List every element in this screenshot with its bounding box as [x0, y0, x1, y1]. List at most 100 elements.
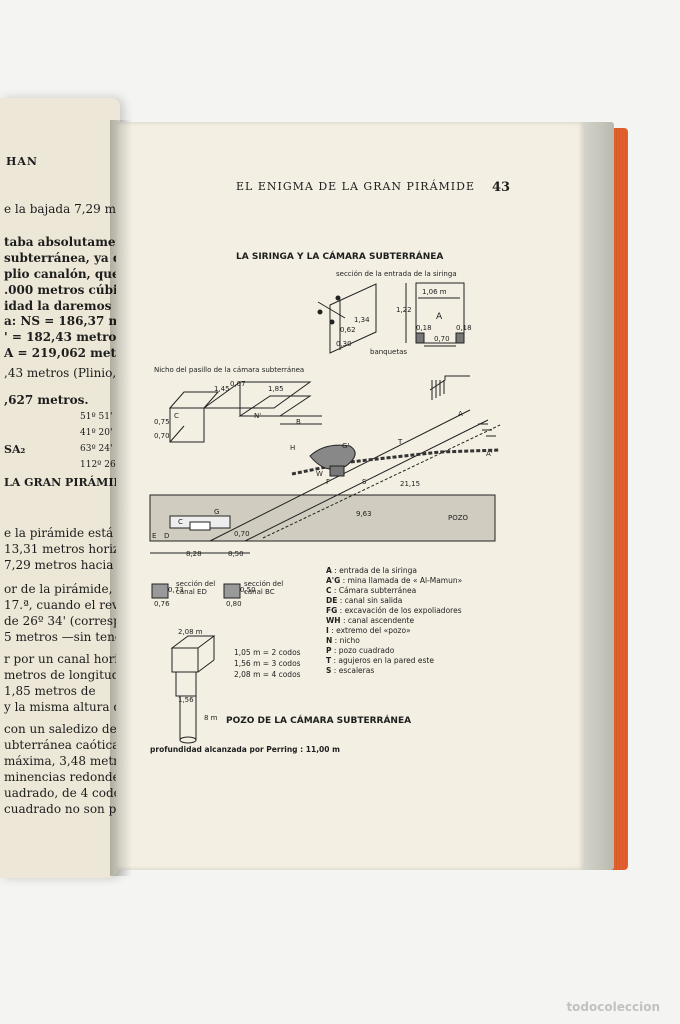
left-text-line: 5 metros —sin tener en — [4, 630, 120, 644]
legend-item: A'G : mina llamada de « Al-Mamun» — [326, 576, 463, 585]
pozo-depth-dim: 8 m — [204, 714, 218, 722]
section-label: 21,15 — [400, 480, 421, 488]
left-text-line: máxima, 3,48 metros) — [4, 754, 120, 768]
nicho-dim: 1,85 — [268, 385, 284, 393]
section-label: A' — [486, 450, 493, 458]
left-text-line: minencias redondeadas, por — [4, 770, 120, 784]
legend-item: C : Cámara subterránea — [326, 586, 417, 595]
left-text-line: or de la pirámide, a partir — [4, 582, 120, 596]
left-text-line: a: NS = 186,37 metros. — [4, 314, 120, 328]
pozo-drawing — [170, 635, 216, 744]
angle-value: 112º 26' — [80, 460, 119, 470]
watermark: todocoleccion — [566, 1000, 660, 1014]
siringa-d3-label: 0,62 — [340, 326, 356, 334]
left-text-line: e la bajada 7,29 metros (14 — [4, 202, 120, 216]
legend-item: I : extremo del «pozo» — [326, 626, 411, 635]
angle-value: 41º 20' — [80, 428, 113, 438]
legend-item: DE : canal sin salida — [326, 596, 403, 605]
figure-title: LA SIRINGA Y LA CÁMARA SUBTERRÁNEA — [236, 252, 444, 262]
section-label: F — [326, 478, 331, 486]
legend-item: P : pozo cuadrado — [326, 646, 395, 655]
section-label: 9,63 — [356, 510, 372, 518]
legend-item: T : agujeros en la pared este — [326, 656, 434, 665]
canal-ed-label: sección del canal ED — [176, 580, 216, 596]
canal-ed-dim: 0,76 — [154, 600, 170, 608]
pozo-title: POZO DE LA CÁMARA SUBTERRÁNEA — [226, 716, 412, 726]
codos-line: 2,08 m = 4 codos — [234, 670, 301, 679]
legend-item: A : entrada de la siringa — [326, 566, 417, 575]
left-text-line: metros de longitud, — [4, 668, 120, 682]
nicho-dim: 0,75 — [154, 418, 170, 426]
left-text-line: taba absolutamente necesa — [4, 235, 120, 249]
banquetas-label: banquetas — [370, 348, 408, 356]
left-text-line: idad la daremos más — [4, 299, 120, 313]
left-text-line: e la pirámide está situada — [4, 526, 120, 540]
profundidad-note: profundidad alcanzada por Perring : 11,0… — [150, 745, 340, 754]
codos-line: 1,05 m = 2 codos — [234, 648, 301, 657]
left-text-line: .000 metros cúbicos de — [4, 283, 120, 297]
legend-item: FG : excavación de los expoliadores — [326, 606, 462, 615]
pozo-label: POZO — [448, 514, 469, 522]
siringa-ledge-label: 0,18 — [416, 324, 432, 332]
siringa-height-label: 1,22 — [396, 306, 412, 314]
canal-bc-dim: 0,80 — [226, 600, 242, 608]
nicho-dim: 1,45 — [214, 385, 230, 393]
left-text-line: con un saledizo de 0,70 m — [4, 722, 120, 736]
left-text-line: plio canalón, que podía — [4, 267, 120, 281]
nicho-dim: C — [174, 412, 179, 420]
section-label: D — [164, 532, 170, 540]
left-text-line: ,43 metros (Plinio, 725 pies — [4, 366, 120, 380]
left-text-line: uadrado, de 4 codos de — [4, 786, 120, 800]
nicho-dim: 0,07 — [230, 380, 246, 388]
left-text-line: 13,31 metros horizontalm — [4, 542, 120, 556]
left-page: HAN e la bajada 7,29 metros (14 taba abs… — [0, 98, 120, 878]
section-label: A — [458, 410, 463, 418]
left-text-line: A = 219,062 metros. — [4, 346, 120, 360]
section-label: 0,70 — [234, 530, 250, 538]
left-text-line: subterránea, ya que la — [4, 251, 120, 265]
section-label: 8,28 — [186, 550, 202, 558]
section-label: G — [214, 508, 220, 516]
main-section-drawing — [149, 375, 501, 554]
left-page-header: HAN — [6, 155, 38, 168]
siringa-mid-label: 0,70 — [434, 335, 450, 343]
siringa-letter-label: A — [436, 312, 443, 322]
page-number: 43 — [492, 180, 511, 195]
section-label: 8,50 — [228, 550, 244, 558]
nicho-dim: N' — [254, 412, 262, 420]
left-text-line: ,627 metros. — [4, 393, 89, 407]
pozo-mid-dim: 1,56 — [178, 696, 194, 704]
section-label: T — [398, 438, 403, 446]
legend-item: WH : canal ascendente — [326, 616, 415, 625]
section-label: E — [152, 532, 157, 540]
nicho-dim: 0,70 — [154, 432, 170, 440]
siringa-section-drawing — [405, 282, 465, 347]
left-text-line: ubterránea caótica (14 metros — [4, 738, 120, 752]
left-text-line: 17.ª, cuando el revestimien — [4, 598, 120, 612]
siringa-d1-label: 1,34 — [354, 316, 370, 324]
section-label: S — [362, 478, 367, 486]
sa-label: SA₂ — [4, 443, 26, 456]
siringa-side-label: 0,18 — [456, 324, 472, 332]
canal-sections-drawing — [151, 583, 241, 599]
left-text-line: de 26º 34' (correspondie — [4, 614, 120, 628]
angle-value: 51º 51' — [80, 412, 113, 422]
siringa-d2-label: 0,30 — [336, 340, 352, 348]
siringa-perspective-drawing — [317, 283, 377, 354]
section-label: W — [316, 470, 323, 478]
left-text-line: 7,29 metros hacia el este — [4, 558, 120, 572]
running-head: EL ENIGMA DE LA GRAN PIRÁMIDE — [236, 180, 475, 193]
left-text-line: cuadrado no son paralelos — [4, 802, 120, 816]
canal-bc-dim: 0,50 — [240, 586, 256, 594]
left-text-line: y la misma altura que — [4, 700, 120, 714]
siringa-caption: sección de la entrada de la siringa — [336, 270, 457, 278]
left-text-line: 1,85 metros de — [4, 684, 96, 698]
nicho-caption: Nicho del pasillo de la cámara subterrán… — [154, 366, 305, 374]
pozo-top-dim: 2,08 m — [178, 628, 203, 636]
section-label: H — [290, 444, 296, 452]
left-text-line: ' = 182,43 metros. — [4, 330, 120, 344]
section-label: C — [178, 518, 183, 526]
codos-line: 1,56 m = 3 codos — [234, 659, 301, 668]
canal-ed-dim: 0,73 — [168, 586, 184, 594]
